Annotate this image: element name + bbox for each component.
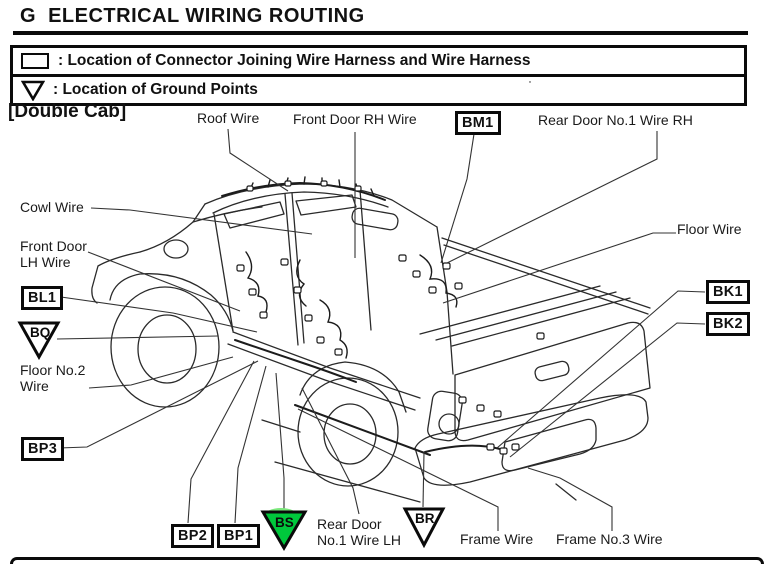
connector-box-bp3: BP3 bbox=[21, 437, 65, 461]
title-underline bbox=[13, 31, 748, 35]
label-frame-no3-wire: Frame No.3 Wire bbox=[556, 531, 663, 547]
ground-point-bs-highlighted: BS bbox=[260, 508, 308, 551]
label-floor-wire: Floor Wire bbox=[677, 221, 742, 237]
connector-box-bl1: BL1 bbox=[21, 286, 64, 310]
connector-box-bk2: BK2 bbox=[706, 312, 750, 336]
legend-row-ground: : Location of Ground Points bbox=[13, 77, 744, 103]
section-label: [Double Cab] bbox=[8, 101, 127, 122]
label-cowl-wire: Cowl Wire bbox=[20, 199, 84, 215]
ground-point-bq: BQ bbox=[17, 321, 61, 360]
label-rear-door-no1-wire-lh: Rear Door No.1 Wire LH bbox=[317, 516, 402, 548]
next-section-border bbox=[10, 557, 764, 564]
title-text: ELECTRICAL WIRING ROUTING bbox=[48, 5, 365, 27]
label-roof-wire: Roof Wire bbox=[197, 110, 260, 126]
label-frame-wire: Frame Wire bbox=[460, 531, 534, 547]
connector-box-bp1: BP1 bbox=[217, 524, 261, 548]
title-prefix: G bbox=[20, 5, 37, 27]
svg-text:BR: BR bbox=[415, 511, 435, 526]
svg-text:BS: BS bbox=[275, 515, 294, 530]
ground-symbol-icon bbox=[21, 80, 45, 101]
page-title: G ELECTRICAL WIRING ROUTING bbox=[20, 5, 365, 28]
connector-box-bk1: BK1 bbox=[706, 280, 750, 304]
legend-box: : Location of Connector Joining Wire Har… bbox=[10, 45, 747, 106]
legend-row-connector: : Location of Connector Joining Wire Har… bbox=[13, 48, 744, 77]
label-floor-no2-wire: Floor No.2 Wire bbox=[20, 362, 86, 394]
label-front-door-rh-wire: Front Door RH Wire bbox=[293, 111, 417, 127]
connector-box-bp2: BP2 bbox=[171, 524, 215, 548]
label-rear-door-no1-wire-rh: Rear Door No.1 Wire RH bbox=[538, 112, 693, 128]
legend-ground-label: : Location of Ground Points bbox=[53, 81, 258, 98]
connector-box-bm1: BM1 bbox=[455, 111, 501, 135]
svg-text:BQ: BQ bbox=[30, 325, 50, 340]
connector-symbol-icon bbox=[21, 53, 49, 69]
leader-lines bbox=[56, 128, 706, 531]
label-front-door-lh-wire: Front Door LH Wire bbox=[20, 238, 87, 270]
legend-connector-label: : Location of Connector Joining Wire Har… bbox=[58, 52, 531, 69]
ground-point-br: BR bbox=[402, 507, 446, 548]
